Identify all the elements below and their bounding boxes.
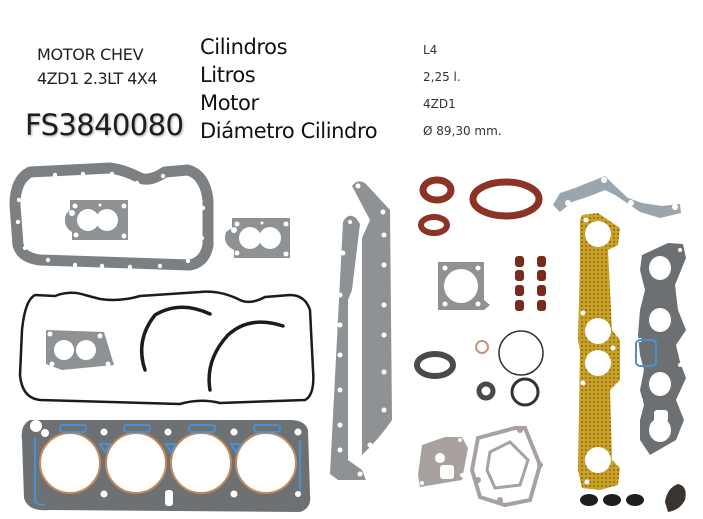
thermostat-housing-gasket [418, 437, 468, 487]
valve-cover-gasket [18, 290, 315, 406]
throttle-body-gasket-small [64, 200, 128, 240]
timing-cover-upper-gasket [553, 176, 681, 218]
product-title-line1: MOTOR CHEV [37, 45, 144, 64]
timing-cover-gasket-lower [350, 470, 395, 519]
oil-pan-gasket [9, 162, 214, 271]
spec-label-engine: Motor [200, 91, 259, 115]
intake-manifold-gasket [635, 243, 686, 455]
spec-value-engine: 4ZD1 [423, 97, 456, 111]
cylinder-head-gasket [21, 420, 311, 512]
grommets [580, 484, 686, 512]
exhaust-manifold-gasket [578, 213, 620, 490]
spec-value-cylinders: L4 [423, 43, 438, 57]
spec-value-bore: Ø 89,30 mm. [423, 124, 502, 138]
throttle-body-gasket [438, 262, 490, 310]
water-pump-gasket [469, 426, 543, 508]
spec-label-liters: Litros [200, 63, 256, 87]
spec-label-bore: Diámetro Cilindro [200, 119, 378, 143]
oil-seals [418, 176, 455, 236]
valve-stem-seals [515, 256, 546, 311]
carburetor-base-gasket [225, 218, 290, 258]
gasket-kit-photo [0, 145, 703, 519]
throttle-body-gasket-lower [46, 330, 114, 370]
timing-cover-gasket-left [330, 215, 366, 480]
product-header: MOTOR CHEV 4ZD1 2.3LT 4X4 FS3840080 Cili… [0, 0, 703, 145]
rear-main-seal [469, 178, 543, 220]
product-title-line2: 4ZD1 2.3LT 4X4 [37, 69, 158, 88]
o-rings [414, 330, 544, 407]
part-number: FS3840080 [25, 108, 184, 142]
spec-value-liters: 2,25 l. [423, 70, 461, 84]
timing-cover-gasket-right [352, 181, 392, 455]
spec-label-cylinders: Cilindros [200, 35, 288, 59]
rear-main-seal-halves [139, 305, 285, 392]
